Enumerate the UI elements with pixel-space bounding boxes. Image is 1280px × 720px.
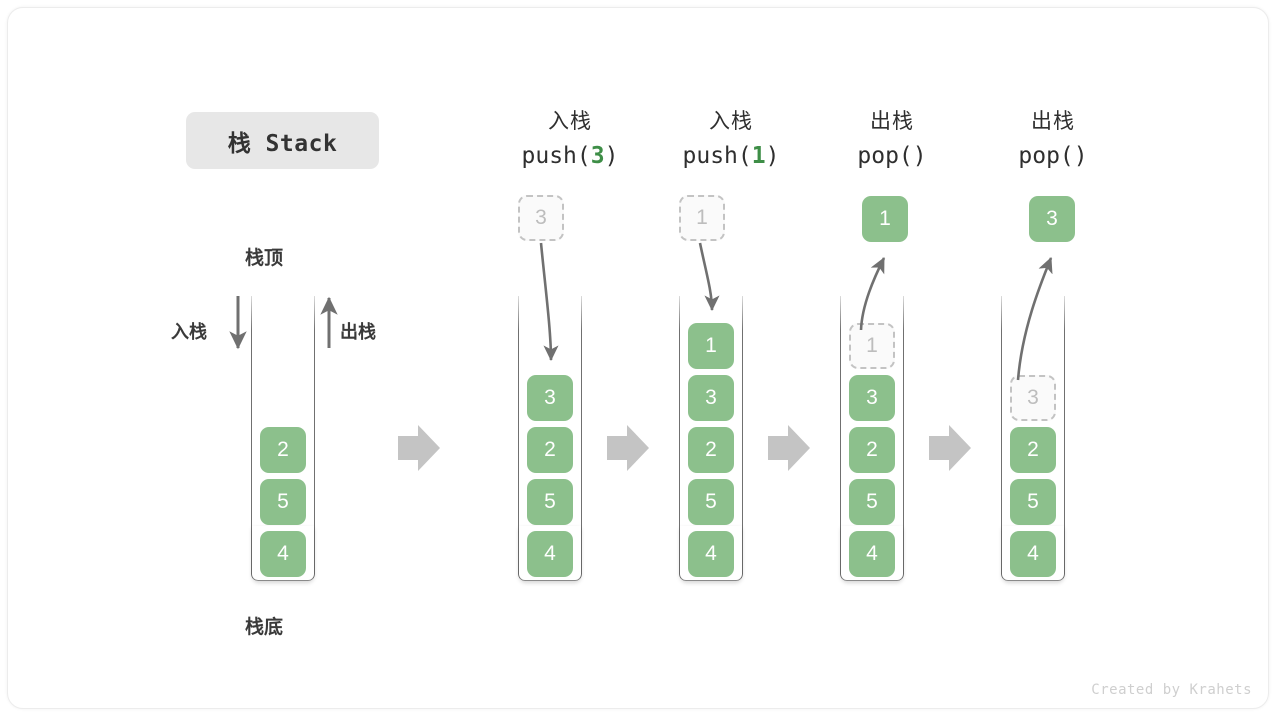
floating-value-box-pop-1: 1 <box>862 196 908 242</box>
stack-cell: 2 <box>849 427 895 473</box>
column-header-code: push(3) <box>480 140 660 172</box>
stack-bottom-label: 栈底 <box>245 617 284 638</box>
column-header-cn: 入栈 <box>709 110 753 133</box>
pop-side-label: 出栈 <box>340 322 376 342</box>
code-prefix: pop( <box>1018 143 1074 169</box>
stack-cell: 3 <box>849 375 895 421</box>
stack-cell: 2 <box>688 427 734 473</box>
column-header-cn: 出栈 <box>870 110 914 133</box>
stack-cell: 4 <box>1010 531 1056 577</box>
stack-cell: 2 <box>1010 427 1056 473</box>
stack-cells: 4 5 2 3 <box>518 369 582 577</box>
code-prefix: push( <box>682 143 752 169</box>
stack-cell: 1 <box>688 323 734 369</box>
stack-cells: 4 5 2 3 1 <box>840 317 904 577</box>
stack-initial: 4 5 2 <box>251 296 315 581</box>
column-header-cn: 入栈 <box>548 110 592 133</box>
column-header-push-1: 入栈 push(1) <box>641 104 821 172</box>
code-suffix: ) <box>912 143 927 169</box>
stack-cell: 5 <box>260 479 306 525</box>
stack-cells: 4 5 2 3 1 <box>679 317 743 577</box>
code-suffix: ) <box>604 143 619 169</box>
stack-cell: 4 <box>849 531 895 577</box>
code-arg: 3 <box>590 143 605 169</box>
floating-value-box-pop-3: 3 <box>1029 196 1075 242</box>
stack-cell: 4 <box>260 531 306 577</box>
stack-cell-ghost: 3 <box>1010 375 1056 421</box>
push-side-label: 入栈 <box>171 322 207 342</box>
column-header-pop-3: 出栈 pop() <box>963 104 1143 172</box>
stack-after-pop-1: 4 5 2 3 1 <box>840 296 904 581</box>
floating-value-box-push-1: 1 <box>679 195 725 241</box>
code-prefix: pop( <box>857 143 913 169</box>
footer-credit: Created by Krahets <box>1091 682 1252 698</box>
code-suffix: ) <box>765 143 780 169</box>
stack-cell: 3 <box>688 375 734 421</box>
stack-cells: 4 5 2 <box>251 421 315 577</box>
stack-after-pop-3: 4 5 2 3 <box>1001 296 1065 581</box>
column-header-cn: 出栈 <box>1031 110 1075 133</box>
stack-cell: 5 <box>688 479 734 525</box>
code-prefix: push( <box>521 143 591 169</box>
stack-cells: 4 5 2 3 <box>1001 369 1065 577</box>
stack-cell: 4 <box>688 531 734 577</box>
column-header-code: push(1) <box>641 140 821 172</box>
stack-cell: 5 <box>527 479 573 525</box>
stack-cell: 5 <box>1010 479 1056 525</box>
stack-cell: 3 <box>527 375 573 421</box>
stack-cell: 4 <box>527 531 573 577</box>
code-suffix: ) <box>1073 143 1088 169</box>
column-header-pop-1: 出栈 pop() <box>802 104 982 172</box>
stack-top-label: 栈顶 <box>245 248 284 269</box>
title-badge: 栈 Stack <box>186 112 379 169</box>
column-header-push-3: 入栈 push(3) <box>480 104 660 172</box>
code-arg: 1 <box>751 143 766 169</box>
stack-cell: 5 <box>849 479 895 525</box>
stack-after-push-3: 4 5 2 3 <box>518 296 582 581</box>
column-header-code: pop() <box>802 140 982 172</box>
stack-cell: 2 <box>260 427 306 473</box>
column-header-code: pop() <box>963 140 1143 172</box>
stack-after-push-1: 4 5 2 3 1 <box>679 296 743 581</box>
stack-cell-ghost: 1 <box>849 323 895 369</box>
floating-value-box-push-3: 3 <box>518 195 564 241</box>
stack-cell: 2 <box>527 427 573 473</box>
